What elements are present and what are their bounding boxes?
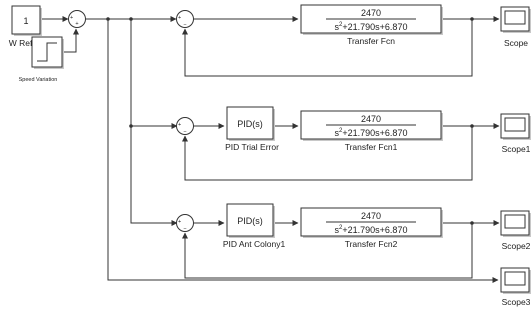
transfer-fcn-block[interactable]: 2470 s2+21.790s+6.870 Transfer Fcn — [300, 4, 443, 46]
pid-text: PID(s) — [237, 119, 263, 129]
tf-denominator: s2+21.790s+6.870 — [335, 128, 408, 138]
tf-label: Transfer Fcn — [347, 36, 395, 46]
tf-numerator: 2470 — [361, 211, 381, 221]
sum-icon — [176, 214, 194, 232]
step-block-speed-variation[interactable]: Speed Variation — [19, 36, 64, 83]
scope-label: Scope1 — [502, 144, 531, 154]
scope-label: Scope3 — [502, 297, 531, 307]
sum-block-2[interactable]: + − — [176, 117, 194, 136]
constant-value: 1 — [23, 16, 28, 26]
pid-label: PID Trial Error — [225, 142, 279, 152]
sum-sign-plus: + — [178, 219, 181, 225]
step-icon — [37, 42, 57, 62]
scope-block[interactable]: Scope — [500, 6, 531, 48]
sum-block-3[interactable]: + − — [176, 214, 194, 233]
tf-label: Transfer Fcn1 — [345, 142, 398, 152]
scope-icon — [504, 10, 526, 25]
sum-block-1[interactable]: + − — [176, 10, 194, 29]
sum-sign-plus: + — [75, 21, 78, 27]
sum-icon — [68, 10, 86, 28]
pid-block-ant-colony1[interactable]: PID(s) PID Ant Colony1 — [223, 203, 286, 249]
pid-text: PID(s) — [237, 216, 263, 226]
step-label: Speed Variation — [19, 77, 58, 83]
pid-label: PID Ant Colony1 — [223, 239, 286, 249]
tf-denominator: s2+21.790s+6.870 — [335, 225, 408, 235]
scope-icon — [504, 117, 526, 132]
tf-numerator: 2470 — [361, 8, 381, 18]
transfer-fcn2-block[interactable]: 2470 s2+21.790s+6.870 Transfer Fcn2 — [300, 207, 443, 249]
pid-block-trial-error[interactable]: PID(s) PID Trial Error — [225, 106, 279, 152]
constant-label: W Reff1 — [9, 38, 40, 48]
scope-icon — [504, 271, 526, 286]
sum-sign-plus: + — [70, 15, 73, 21]
sum-icon — [176, 117, 194, 135]
sum-icon — [176, 10, 194, 28]
sum-sign-minus: − — [183, 22, 186, 28]
scope-icon — [504, 214, 526, 229]
tf-label: Transfer Fcn2 — [345, 239, 398, 249]
sum-sign-plus: + — [178, 122, 181, 128]
scope1-block[interactable]: Scope1 — [500, 113, 531, 154]
tf-numerator: 2470 — [361, 114, 381, 124]
transfer-fcn1-block[interactable]: 2470 s2+21.790s+6.870 Transfer Fcn1 — [300, 110, 443, 152]
constant-block-w-reff1[interactable]: 1 W Reff1 — [9, 5, 42, 48]
sum-sign-minus: − — [183, 129, 186, 135]
scope3-block[interactable]: Scope3 — [500, 267, 531, 307]
sum-block-main[interactable]: + + — [68, 10, 86, 28]
scope-label: Scope2 — [502, 241, 531, 251]
scope2-block[interactable]: Scope2 — [500, 210, 531, 251]
sum-sign-minus: − — [183, 226, 186, 232]
tf-denominator: s2+21.790s+6.870 — [335, 22, 408, 32]
signal-wires — [40, 16, 500, 283]
sum-sign-plus: + — [178, 15, 181, 21]
scope-label: Scope — [504, 38, 528, 48]
